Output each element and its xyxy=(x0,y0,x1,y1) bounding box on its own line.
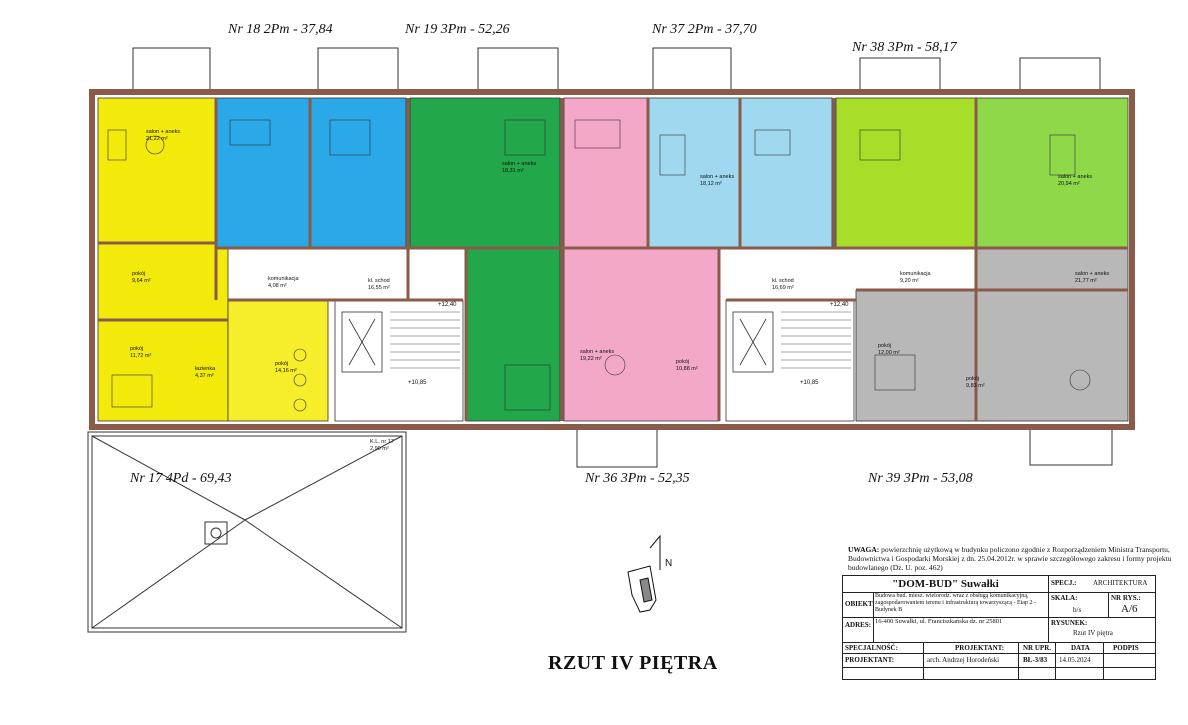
drawing-title: RZUT IV PIĘTRA xyxy=(548,652,718,674)
row-nrupr: BŁ-3/83 xyxy=(1023,656,1048,664)
apartment-label-nr19: Nr 19 3Pm - 52,26 xyxy=(405,22,510,37)
rysunek-label: RYSUNEK: xyxy=(1051,619,1088,627)
row-data: 14.05.2024 xyxy=(1059,656,1091,664)
room-grey-pokoj2: pokój xyxy=(966,376,979,382)
key-plan xyxy=(627,565,657,613)
room-salon-17: salon + aneks xyxy=(146,129,180,135)
apartment-label-nr17: Nr 17 4Pd - 69,43 xyxy=(130,471,232,486)
apartment-label-nr39: Nr 39 3Pm - 53,08 xyxy=(868,471,973,486)
room-komunikacja-2: komunikacja xyxy=(900,271,932,277)
room-lazienka-17: łazienka xyxy=(195,366,216,372)
company-name: "DOM-BUD" Suwałki xyxy=(892,578,999,590)
room-pokoj-17b-area: 11,72 m² xyxy=(130,353,151,359)
row-specjalnosc: PROJEKTANT: xyxy=(845,656,895,664)
room-pink-salon-area: 19,22 m² xyxy=(580,356,602,362)
room-pokoj-17c-area: 14,16 m² xyxy=(275,368,297,374)
apartment-label-nr18: Nr 18 2Pm - 37,84 xyxy=(228,22,333,37)
room-blue-salon: salon + aneks xyxy=(700,174,734,180)
room-green-salon-area: 18,31 m² xyxy=(502,168,524,174)
obiekt-value: Budowa bud. miesz. wielorodz. wraz z obs… xyxy=(875,593,1036,613)
room-kl17-area: 2,90 m² xyxy=(370,446,389,452)
north-arrow: N xyxy=(649,534,672,570)
room-grey-pokoj-area: 12,00 m² xyxy=(878,350,900,356)
room-lime-salon-area: 20,94 m² xyxy=(1058,181,1080,187)
room-labels: salon + aneks 21,22 m² pokój 9,64 m² pok… xyxy=(130,129,1109,452)
header-specjalnosc: SPECJALNOŚĆ: xyxy=(845,644,898,652)
room-komunikacja-area: 4,08 m² xyxy=(268,283,287,289)
level-marker-4: +10,85 xyxy=(800,380,819,386)
room-kl17: K.L. nr 17 xyxy=(370,439,394,445)
stair-treads xyxy=(390,311,851,369)
adres-value: 16-400 Suwałki, ul. Franciszkańska dz. n… xyxy=(875,618,1003,625)
level-marker-1: +12,40 xyxy=(438,302,457,308)
specj-value: ARCHITEKTURA xyxy=(1093,579,1148,587)
partition-walls xyxy=(98,98,1128,421)
room-pokoj-17a-area: 9,64 m² xyxy=(132,278,151,284)
balconies-bottom xyxy=(576,424,1113,468)
level-marker-2: +10,85 xyxy=(408,380,427,386)
room-grey-salon-area: 21,77 m² xyxy=(1075,278,1097,284)
room-salon-17-area: 21,22 m² xyxy=(146,136,168,142)
nrrys-value: A/6 xyxy=(1121,603,1138,615)
room-komunikacja-2-area: 9,20 m² xyxy=(900,278,919,284)
adres-label: ADRES: xyxy=(845,621,872,629)
furniture xyxy=(107,119,1091,412)
room-klschod-2-area: 16,69 m² xyxy=(772,285,794,291)
room-grey-salon: salon + aneks xyxy=(1075,271,1109,277)
header-nrupr: NR UPR. xyxy=(1023,644,1051,652)
room-pink-salon: salon + aneks xyxy=(580,349,614,355)
room-green-salon: salon + aneks xyxy=(502,161,536,167)
room-grey-pokoj: pokój xyxy=(878,343,891,349)
room-klschod-1: kl. schod xyxy=(368,278,390,284)
header-projektant: PROJEKTANT: xyxy=(955,644,1005,652)
apartment-label-nr37: Nr 37 2Pm - 37,70 xyxy=(652,22,757,37)
room-lime-salon: salon + aneks xyxy=(1058,174,1092,180)
room-grey-pokoj2-area: 9,83 m² xyxy=(966,383,985,389)
specj-label: SPECJ.: xyxy=(1051,579,1077,587)
apartment-label-nr36: Nr 36 3Pm - 52,35 xyxy=(585,471,690,486)
room-blue-salon-area: 18,12 m² xyxy=(700,181,722,187)
skala-label: SKALA: xyxy=(1051,594,1078,602)
room-pink-pokoj: pokój xyxy=(676,359,689,365)
title-block: "DOM-BUD" Suwałki SPECJ.: ARCHITEKTURA O… xyxy=(842,575,1156,680)
room-pokoj-17c: pokój xyxy=(275,361,288,367)
room-komunikacja: komunikacja xyxy=(268,276,300,282)
note-text: powierzchnię użytkową w budynku policzon… xyxy=(848,545,1172,572)
terrace xyxy=(87,431,407,633)
north-label: N xyxy=(665,558,672,569)
skala-value: b/s xyxy=(1073,606,1082,614)
row-projektant: arch. Andrzej Horodeński xyxy=(927,656,1000,664)
rysunek-value: Rzut IV piętra xyxy=(1073,629,1113,637)
nrrys-label: NR RYS.: xyxy=(1111,594,1141,602)
obiekt-label: OBIEKT: xyxy=(845,600,875,608)
room-lazienka-17-area: 4,37 m² xyxy=(195,373,214,379)
note-block: UWAGA: powierzchnię użytkową w budynku p… xyxy=(848,545,1183,572)
room-klschod-2: kl. schod xyxy=(772,278,794,284)
note-label: UWAGA: xyxy=(848,545,880,554)
header-data: DATA xyxy=(1071,644,1090,652)
header-podpis: PODPIS xyxy=(1113,644,1139,652)
room-pink-pokoj-area: 10,88 m² xyxy=(676,366,698,372)
room-pokoj-17a: pokój xyxy=(132,271,145,277)
apartment-label-nr38: Nr 38 3Pm - 58,17 xyxy=(852,40,957,55)
level-marker-3: +12,40 xyxy=(830,302,849,308)
room-klschod-1-area: 16,55 m² xyxy=(368,285,390,291)
room-pokoj-17b: pokój xyxy=(130,346,143,352)
